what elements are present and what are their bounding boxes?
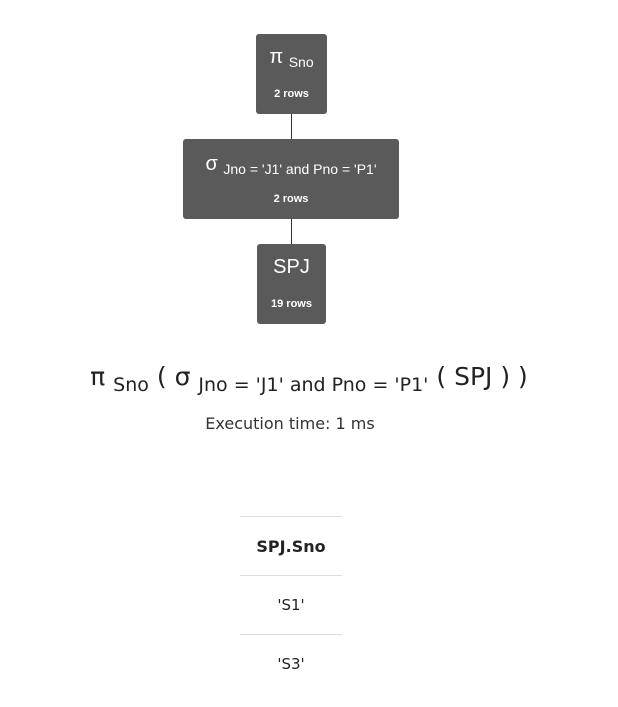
selection-row-count: 2 rows — [273, 193, 309, 205]
result-table: SPJ.Sno 'S1' 'S3' — [240, 516, 342, 693]
relation-name: SPJ — [273, 256, 310, 278]
table-row: 'S3' — [240, 634, 342, 693]
expr-relation-name: SPJ — [454, 362, 493, 391]
projection-attribute: Sno — [288, 54, 314, 70]
column-header[interactable]: SPJ.Sno — [240, 516, 342, 576]
relation-row-count: 19 rows — [271, 298, 312, 310]
expr-projection-attribute: Sno — [113, 374, 149, 396]
tree-node-projection[interactable]: π Sno 2 rows — [256, 34, 327, 114]
execution-time: Execution time: 1 ms — [205, 414, 375, 433]
tree-node-selection[interactable]: σ Jno = 'J1' and Pno = 'P1' 2 rows — [183, 139, 399, 219]
expr-open-paren-inner: ( — [436, 362, 447, 391]
query-expression: π Sno ( σ Jno = 'J1' and Pno = 'P1' ( SP… — [0, 362, 618, 396]
expr-open-paren-outer: ( — [156, 362, 167, 391]
expr-close-parens: ) ) — [500, 362, 528, 391]
expr-selection-condition: Jno = 'J1' and Pno = 'P1' — [198, 374, 429, 396]
sigma-symbol: σ — [205, 153, 218, 175]
pi-symbol: π — [269, 46, 284, 68]
projection-operator: π Sno — [256, 46, 327, 73]
table-row: 'S1' — [240, 575, 342, 635]
expr-sigma-symbol: σ — [174, 362, 191, 391]
tree-edge-project-select — [291, 114, 292, 139]
projection-row-count: 2 rows — [274, 88, 309, 100]
expr-pi-symbol: π — [90, 362, 106, 391]
table-cell: 'S1' — [240, 575, 342, 635]
tree-edge-select-relation — [291, 219, 292, 244]
table-cell: 'S3' — [240, 634, 342, 693]
selection-operator: σ Jno = 'J1' and Pno = 'P1' — [183, 153, 399, 180]
table-header-row: SPJ.Sno — [240, 516, 342, 576]
tree-node-relation[interactable]: SPJ 19 rows — [257, 244, 326, 324]
selection-condition: Jno = 'J1' and Pno = 'P1' — [223, 161, 377, 177]
